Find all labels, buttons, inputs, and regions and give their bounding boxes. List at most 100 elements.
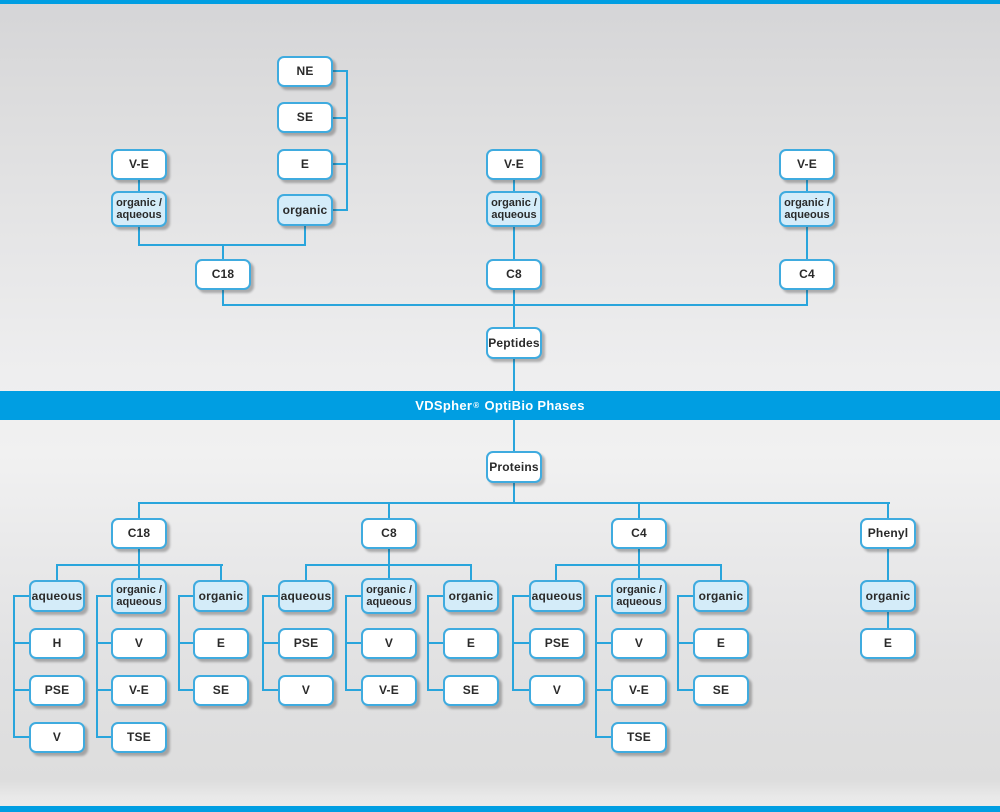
node-eluent-tse: TSE (611, 722, 667, 753)
node-eluent-v: V (29, 722, 85, 753)
node-eluent-ne: NE (277, 56, 333, 87)
node-eluent-ve: V-E (361, 675, 417, 706)
node-label: H (52, 636, 62, 650)
connector-line (513, 482, 515, 504)
node-mode-organic: organic (443, 580, 499, 612)
connector-line (345, 642, 362, 644)
node-mode-organic: organic (193, 580, 249, 612)
connector-line (178, 642, 194, 644)
node-label-line1: organic / (616, 584, 662, 596)
connector-line (332, 163, 348, 165)
connector-line (555, 564, 557, 581)
connector-line (332, 117, 348, 119)
node-mode-organic: organic (277, 194, 333, 226)
node-label: aqueous (531, 588, 583, 603)
banner-brand: VDSpher (415, 398, 473, 413)
connector-line (806, 289, 808, 306)
connector-line (96, 595, 112, 597)
connector-line (262, 642, 279, 644)
node-mode-organic-aqueous: organic / aqueous (111, 578, 167, 614)
connector-line (513, 226, 515, 259)
node-label: Peptides (488, 335, 540, 350)
connector-line (96, 689, 112, 691)
connector-line (388, 548, 390, 565)
node-eluent-pse: PSE (529, 628, 585, 659)
node-label: organic (865, 588, 911, 603)
connector-line (222, 289, 224, 306)
connector-line (470, 564, 472, 581)
connector-line (13, 736, 30, 738)
node-mode-organic-aqueous: organic / aqueous (111, 191, 167, 227)
connector-line (262, 595, 279, 597)
connector-line (138, 502, 890, 504)
connector-line (222, 304, 808, 306)
node-mode-aqueous: aqueous (529, 580, 585, 612)
node-eluent-e: E (693, 628, 749, 659)
node-label: V (52, 730, 62, 744)
node-label: Proteins (489, 459, 539, 474)
connector-line (138, 564, 140, 579)
connector-line (13, 642, 30, 644)
node-label: Phenyl (867, 526, 909, 540)
node-label: C4 (799, 267, 815, 281)
connector-line (595, 736, 612, 738)
node-label: TSE (127, 730, 151, 744)
node-label-line2: aqueous (616, 596, 662, 608)
node-label: V (634, 636, 644, 650)
connector-line (720, 564, 722, 581)
node-eluent-v: V (278, 675, 334, 706)
connector-line (638, 502, 640, 519)
node-mode-organic-aqueous: organic / aqueous (779, 191, 835, 227)
connector-line (513, 418, 515, 453)
connector-line (13, 595, 15, 738)
node-eluent-se: SE (693, 675, 749, 706)
node-mode-organic-aqueous: organic / aqueous (361, 578, 417, 614)
node-label: V-E (797, 157, 817, 171)
node-label: E (716, 636, 726, 650)
node-label: E (216, 636, 226, 650)
connector-line (638, 564, 640, 579)
connector-line (806, 179, 808, 193)
node-label: SE (462, 683, 480, 697)
node-label: PSE (44, 683, 70, 697)
node-column-phenyl: Phenyl (860, 518, 916, 549)
connector-line (513, 289, 515, 328)
node-label: E (466, 636, 476, 650)
connector-line (178, 689, 194, 691)
connector-line (887, 548, 889, 580)
connector-line (346, 70, 348, 211)
connector-line (138, 179, 140, 193)
bottom-accent-bar (0, 806, 1000, 812)
node-eluent-v: V (111, 628, 167, 659)
connector-line (222, 244, 224, 260)
connector-line (345, 689, 362, 691)
connector-line (887, 502, 889, 519)
node-mode-organic: organic (693, 580, 749, 612)
connector-line (677, 595, 694, 597)
node-eluent-se: SE (193, 675, 249, 706)
connector-line (512, 595, 530, 597)
node-eluent-h: H (29, 628, 85, 659)
connector-line (677, 689, 694, 691)
banner-vdspher-optibio-phases: VDSpher®OptiBio Phases (0, 391, 1000, 420)
node-column-c4: C4 (611, 518, 667, 549)
connector-line (304, 226, 306, 246)
connector-line (332, 70, 348, 72)
node-label: C8 (506, 267, 522, 281)
node-eluent-pse: PSE (278, 628, 334, 659)
connector-line (388, 502, 390, 519)
node-label-line2: aqueous (491, 209, 537, 221)
node-label-line2: aqueous (116, 209, 162, 221)
node-label: V-E (504, 157, 524, 171)
node-label: V (301, 683, 311, 697)
node-peptides: Peptides (486, 327, 542, 359)
connector-line (427, 595, 444, 597)
connector-line (512, 642, 530, 644)
connector-line (512, 689, 530, 691)
node-column-c18: C18 (111, 518, 167, 549)
node-eluent-v: V (611, 628, 667, 659)
node-column-c8: C8 (486, 259, 542, 290)
node-label: C8 (381, 526, 397, 540)
node-eluent-v: V (529, 675, 585, 706)
